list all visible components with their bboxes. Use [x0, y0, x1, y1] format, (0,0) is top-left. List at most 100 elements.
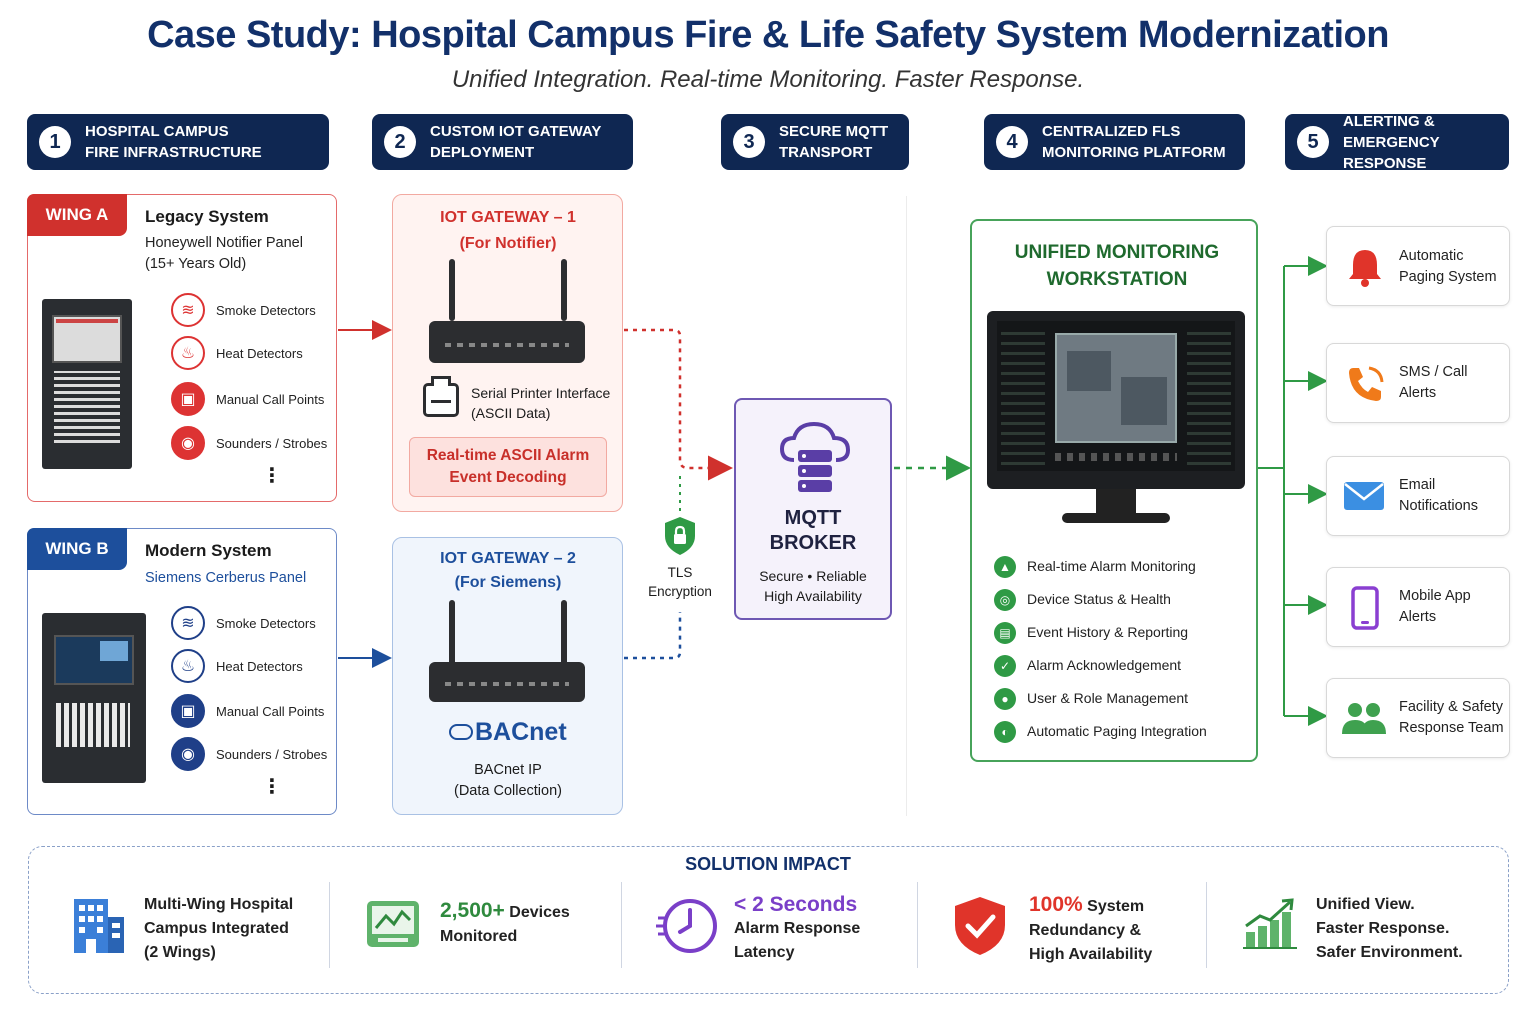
- impact-2-rest: Devices: [509, 904, 570, 921]
- mqtt-broker-card: MQTT BROKER Secure • Reliable High Avail…: [734, 398, 892, 620]
- decode-line2: Event Decoding: [449, 469, 567, 486]
- hospital-building-icon: [68, 895, 128, 958]
- wing-b-card: WING B Modern System Siemens Cerberus Pa…: [27, 528, 337, 815]
- solution-impact-panel: [28, 846, 1509, 994]
- column-divider: [906, 196, 907, 816]
- device-label: Manual Call Points: [216, 392, 325, 407]
- gateway-2-card: IOT GATEWAY – 2 (For Siemens) BACnet BAC…: [392, 537, 623, 815]
- monitor-base: [1062, 513, 1170, 523]
- device-label: Sounders / Strobes: [216, 436, 328, 451]
- alert-line1: Email: [1399, 477, 1436, 493]
- acknowledge-check-icon: ✓: [994, 655, 1016, 677]
- notifier-panel-image: [42, 299, 132, 469]
- step-3: 3 SECURE MQTT TRANSPORT: [721, 114, 909, 170]
- dashed-gateway1-to-broker: [624, 328, 733, 481]
- alert-line2: Alerts: [1399, 385, 1437, 401]
- impact-4-rest: System: [1087, 898, 1145, 915]
- growth-chart-icon: [1242, 896, 1298, 955]
- broker-sub-line2: High Availability: [764, 588, 862, 604]
- page-subtitle: Unified Integration. Real-time Monitorin…: [451, 66, 1085, 93]
- alarm-monitor-icon: ▲: [994, 556, 1016, 578]
- heat-detector-icon: ♨: [171, 649, 205, 683]
- mobile-icon: [1351, 586, 1379, 635]
- wing-a-tag: WING A: [27, 194, 127, 236]
- device-label: Heat Detectors: [216, 346, 303, 361]
- monitor-icon: [987, 311, 1245, 489]
- impact-4-big: 100%: [1029, 893, 1083, 916]
- impact-4-line3: High Availability: [1029, 946, 1153, 963]
- broker-title-line1: MQTT: [784, 507, 842, 529]
- device-label: Smoke Detectors: [216, 616, 316, 631]
- workstation-title-line1: UNIFIED MONITORING: [1014, 242, 1220, 263]
- feature-label: Event History & Reporting: [1027, 624, 1189, 640]
- shield-lock-icon: [663, 516, 697, 556]
- antenna-icon: [561, 600, 567, 666]
- bacnet-ip-label: BACnet IP: [474, 762, 542, 778]
- manual-call-point-icon: ▣: [171, 382, 205, 416]
- more-devices-indicator: ⋮: [262, 776, 282, 798]
- step-1: 1 HOSPITAL CAMPUS FIRE INFRASTRUCTURE: [27, 114, 329, 170]
- impact-5-line3: Safer Environment.: [1316, 944, 1463, 961]
- step-label-line1: CENTRALIZED FLS: [1042, 123, 1181, 140]
- serial-interface-line1: Serial Printer Interface: [471, 385, 611, 401]
- router-icon: [429, 321, 585, 363]
- impact-3-line3: Latency: [734, 944, 795, 961]
- impact-divider: [917, 882, 918, 968]
- sounder-strobe-icon: ◉: [171, 426, 205, 460]
- phone-icon: [1345, 364, 1385, 409]
- antenna-icon: [449, 600, 455, 666]
- wing-b-tag: WING B: [27, 528, 127, 570]
- gateway-2-subtitle: (For Siemens): [454, 574, 562, 591]
- device-status-icon: ◎: [994, 589, 1016, 611]
- impact-4-line2: Redundancy &: [1029, 922, 1142, 939]
- device-label: Heat Detectors: [216, 659, 303, 674]
- impact-3-big: < 2 Seconds: [734, 893, 858, 916]
- feature-label: Alarm Acknowledgement: [1027, 657, 1182, 673]
- smoke-detector-icon: ≋: [171, 293, 205, 327]
- siemens-panel-image: [42, 613, 146, 783]
- monitor-stand: [1096, 489, 1136, 513]
- serial-interface-label: Serial Printer Interface (ASCII Data): [471, 383, 610, 423]
- impact-1-line1: Multi-Wing Hospital: [144, 896, 294, 913]
- step-label-line1: ALERTING & EMERGENCY: [1343, 112, 1440, 151]
- bacnet-logo-text: BACnet: [475, 718, 567, 746]
- printer-icon: [423, 376, 459, 417]
- step-number: 1: [39, 126, 71, 158]
- bacnet-data-label: (Data Collection): [454, 783, 562, 799]
- smoke-detector-icon: ≋: [171, 606, 205, 640]
- more-devices-indicator: ⋮: [262, 465, 282, 487]
- step-number: 3: [733, 126, 765, 158]
- paging-integration-icon: ◐: [994, 721, 1016, 743]
- step-number: 5: [1297, 126, 1329, 158]
- alert-line1: SMS / Call: [1399, 364, 1468, 380]
- broker-sub-line1: Secure • Reliable: [759, 568, 867, 584]
- step-label-line2: FIRE INFRASTRUCTURE: [85, 144, 262, 161]
- page-title: Case Study: Hospital Campus Fire & Life …: [147, 14, 1389, 56]
- feature-label: Real-time Alarm Monitoring: [1027, 558, 1196, 574]
- wing-b-sub1: Siemens Cerberus Panel: [145, 570, 307, 586]
- tls-label-line2: Encryption: [648, 584, 712, 599]
- step-label-line2: TRANSPORT: [779, 144, 873, 161]
- step-number: 2: [384, 126, 416, 158]
- step-label-line1: HOSPITAL CAMPUS: [85, 123, 229, 140]
- alert-line1: Automatic: [1399, 248, 1464, 264]
- antenna-icon: [449, 259, 455, 321]
- step-label-line1: SECURE MQTT: [779, 123, 889, 140]
- alert-line2: Paging System: [1399, 269, 1497, 285]
- wing-a-sub2: (15+ Years Old): [145, 256, 247, 272]
- impact-2-line2: Monitored: [440, 928, 518, 945]
- feature-label: User & Role Management: [1027, 690, 1189, 706]
- impact-title: SOLUTION IMPACT: [685, 854, 851, 874]
- step-number: 4: [996, 126, 1028, 158]
- impact-divider: [329, 882, 330, 968]
- stopwatch-icon: [656, 894, 718, 961]
- impact-3-line2: Alarm Response: [734, 920, 861, 937]
- tls-label-line1: TLS: [667, 565, 693, 580]
- impact-1-line2: Campus Integrated: [144, 920, 289, 937]
